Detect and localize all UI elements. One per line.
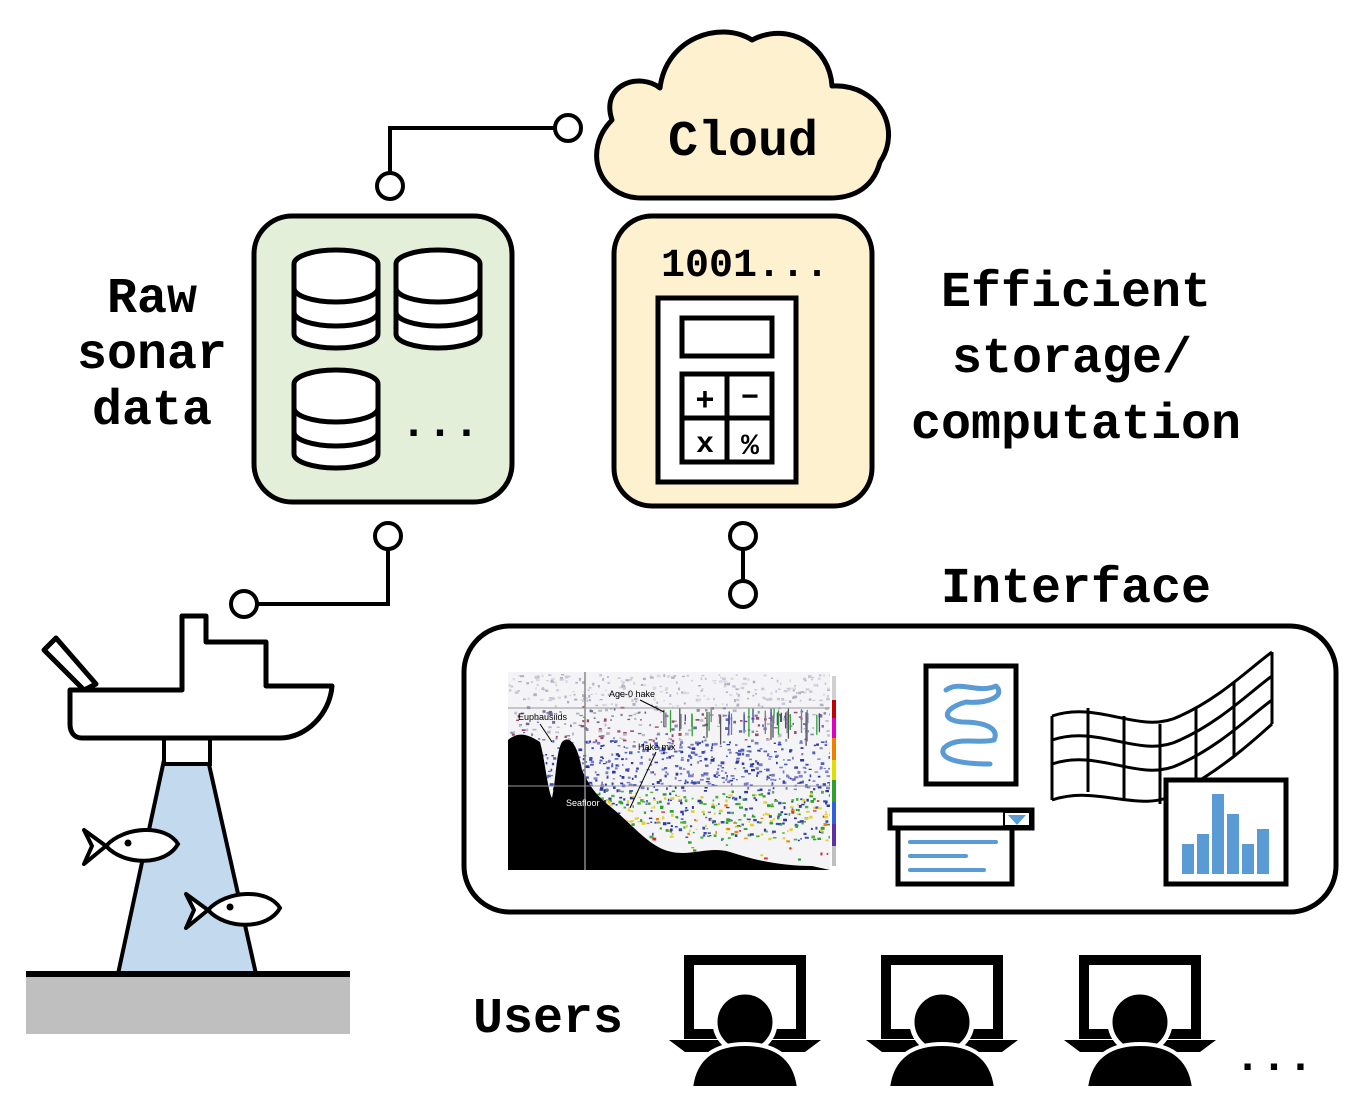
echogram-colorbar bbox=[832, 676, 836, 866]
echogram-seafloor bbox=[508, 734, 830, 870]
users-label: Users bbox=[473, 991, 623, 1048]
storage-panel: 1001... + − x % bbox=[611, 213, 875, 509]
calc-key-times: x bbox=[696, 428, 714, 462]
user-computer-icon bbox=[866, 955, 1018, 1090]
efficient-label-line3: computation bbox=[911, 397, 1241, 454]
echogram-label-hake-mix: Hake mix bbox=[638, 742, 676, 752]
echogram-backscatter bbox=[508, 674, 830, 862]
calculator-icon: + − x % bbox=[655, 295, 799, 485]
node-ship bbox=[229, 589, 259, 619]
bar-chart-bar bbox=[1212, 794, 1224, 874]
document-icon bbox=[923, 663, 1019, 787]
calc-key-plus: + bbox=[695, 383, 714, 420]
echogram-pointer bbox=[629, 751, 657, 809]
node-raw-top bbox=[375, 171, 405, 201]
echogram-label-euphausiids: Euphausiids bbox=[518, 712, 568, 722]
bar-chart-bar bbox=[1182, 844, 1194, 874]
sonar-ship-scene bbox=[26, 613, 350, 1034]
calc-key-percent: % bbox=[741, 430, 760, 464]
binary-text: 1001... bbox=[661, 244, 829, 289]
bar-chart-bar bbox=[1227, 814, 1239, 874]
echogram-pointer bbox=[639, 699, 665, 713]
efficient-label-line1: Efficient bbox=[941, 265, 1211, 322]
connector-ship-to-raw bbox=[256, 548, 390, 606]
database-icon bbox=[291, 247, 381, 351]
calc-key-minus: − bbox=[741, 382, 759, 416]
node-raw-bottom bbox=[373, 521, 403, 551]
echogram: Age-0 hake Euphausiids Hake mix Seafloor bbox=[508, 672, 836, 870]
echogram-pointer bbox=[539, 723, 553, 743]
node-interface-top bbox=[728, 579, 758, 609]
bar-chart-icon bbox=[1163, 777, 1289, 887]
node-cloud bbox=[553, 113, 583, 143]
connectors bbox=[256, 126, 745, 606]
dropdown-arrow-icon bbox=[1008, 815, 1026, 825]
efficient-label: Efficient storage/ computation bbox=[911, 265, 1241, 454]
raw-sonar-label-line1: Raw bbox=[107, 271, 197, 328]
bar-chart-bars bbox=[1182, 794, 1269, 874]
transducer bbox=[162, 736, 212, 766]
connector-nodes bbox=[229, 113, 758, 619]
seafloor-ground bbox=[26, 974, 350, 1034]
storage-ellipsis: ... bbox=[400, 400, 479, 450]
node-storage-bottom bbox=[728, 521, 758, 551]
cloud-icon bbox=[594, 29, 892, 201]
fish-icon bbox=[184, 892, 283, 930]
users-row bbox=[669, 955, 1216, 1090]
sonar-beam bbox=[115, 758, 259, 976]
echogram-label-seafloor: Seafloor bbox=[566, 798, 600, 808]
users-ellipsis: ... bbox=[1234, 1034, 1313, 1084]
database-icon bbox=[393, 247, 483, 351]
raw-sonar-label-line2: sonar bbox=[77, 327, 227, 384]
database-icon bbox=[291, 367, 381, 471]
bar-chart-bar bbox=[1197, 834, 1209, 874]
echogram-label-age0: Age-0 hake bbox=[609, 689, 655, 699]
user-computer-icon bbox=[669, 955, 821, 1090]
fish-icon bbox=[82, 828, 181, 866]
bar-chart-bar bbox=[1257, 829, 1269, 874]
bar-chart-bar bbox=[1242, 844, 1254, 874]
user-computer-icon bbox=[1064, 955, 1216, 1090]
raw-sonar-label-line3: data bbox=[92, 383, 212, 440]
connector-raw-to-cloud bbox=[388, 126, 555, 186]
raw-data-panel: ... bbox=[251, 213, 515, 505]
ship-crane-icon bbox=[41, 635, 99, 693]
ship-icon bbox=[67, 613, 335, 741]
dropdown-widget-icon bbox=[887, 807, 1035, 887]
raw-sonar-label: Raw sonar data bbox=[77, 271, 227, 440]
cloud-node: Cloud bbox=[594, 29, 892, 201]
cloud-label: Cloud bbox=[668, 114, 818, 171]
interface-label: Interface bbox=[941, 561, 1211, 618]
efficient-label-line2: storage/ bbox=[952, 331, 1192, 388]
